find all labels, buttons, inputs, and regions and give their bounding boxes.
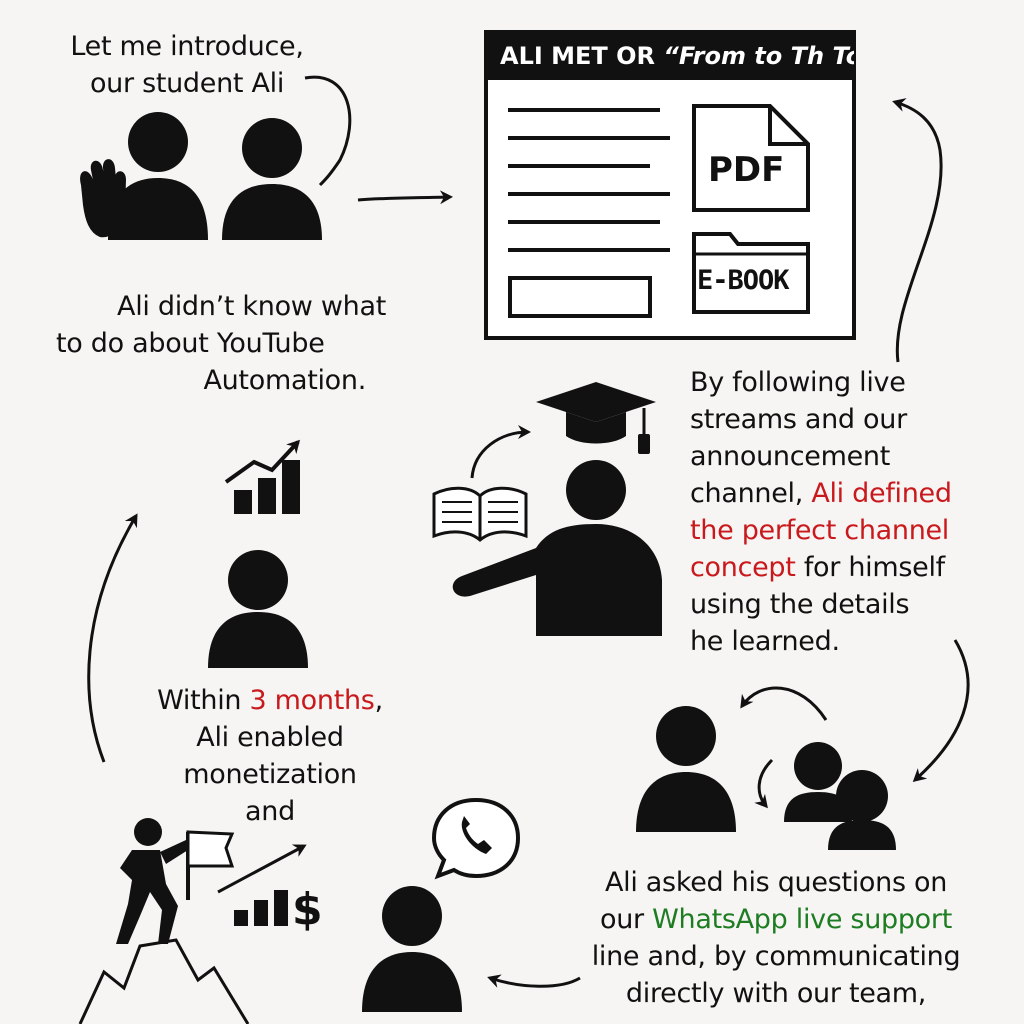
curved-arrow (470, 425, 531, 479)
learning-text: By following live streams and our announ… (690, 367, 952, 657)
svg-text:$: $ (292, 884, 323, 935)
curved-arrow (740, 686, 828, 721)
curved-arrow (754, 758, 774, 809)
phone-chat-icon (431, 797, 521, 880)
curved-arrow (912, 639, 970, 782)
document-title: ALI MET OR “From to Th To (486, 32, 854, 80)
mountain-flag-icon (78, 818, 250, 1024)
person-icon (222, 118, 322, 240)
open-book-icon (432, 486, 528, 542)
curved-arrow (304, 75, 352, 187)
problem-text: Ali didn’t know what to do about YouTube… (56, 291, 386, 396)
ebook-label: E-BOOK (697, 265, 790, 296)
pdf-label: PDF (708, 150, 785, 190)
person-icon (828, 770, 896, 850)
dollar-chart-icon: $ (217, 844, 323, 935)
ebook-folder-icon (692, 232, 810, 314)
person-icon (108, 112, 208, 240)
intro-text: Let me introduce, our student Ali (70, 31, 304, 99)
result-text: Within 3 months, Ali enabled monetizatio… (157, 685, 383, 827)
growth-chart-icon (224, 439, 301, 514)
person-icon (636, 706, 736, 832)
curved-arrow (892, 98, 943, 363)
support-text: Ali asked his questions on our WhatsApp … (591, 867, 961, 1009)
person-icon (208, 550, 308, 668)
curved-arrow (487, 974, 581, 988)
arrow-right (357, 190, 453, 205)
pdf-file-icon (692, 104, 810, 212)
person-icon (784, 742, 852, 822)
graduation-cap-icon (536, 382, 656, 454)
curved-arrow (87, 513, 138, 763)
person-icon (362, 886, 462, 1012)
person-icon (452, 460, 662, 636)
